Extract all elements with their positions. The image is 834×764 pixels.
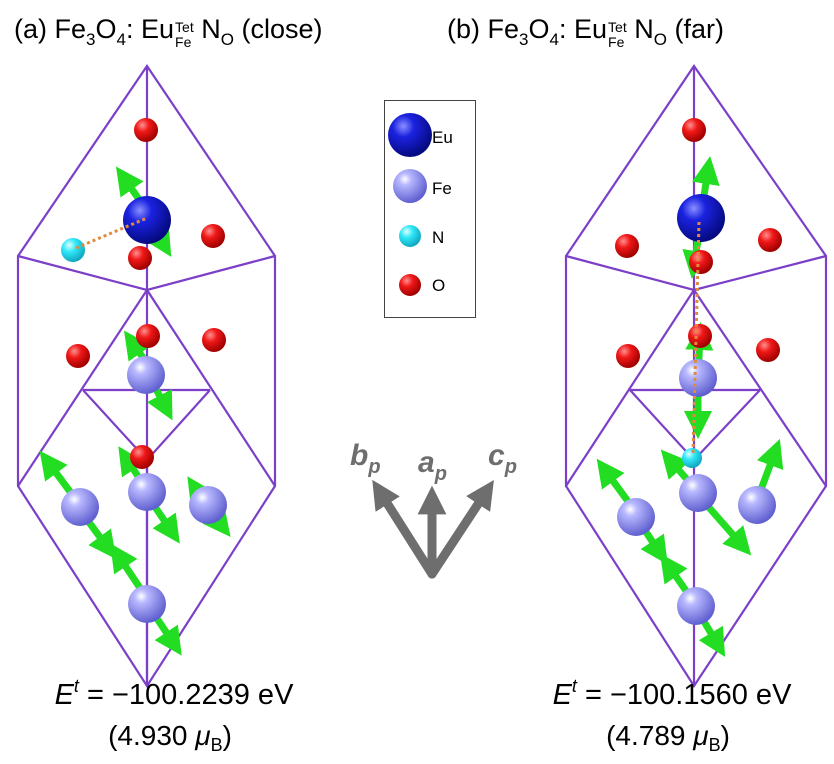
- eu-n-bonds: [75, 216, 701, 455]
- bond-a: [75, 216, 148, 250]
- oxygen-atom: [758, 228, 782, 252]
- iron-atom: [617, 498, 655, 536]
- iron-atom: [61, 488, 99, 526]
- crystal-axes: [372, 479, 494, 579]
- oxygen-atom: [134, 118, 158, 142]
- legend-swatch-eu: [388, 113, 432, 157]
- oxygen-atom: [66, 344, 90, 368]
- iron-atom: [189, 486, 227, 524]
- oxygen-atom: [136, 324, 160, 348]
- oxygen-atom: [130, 445, 154, 469]
- legend-label-o: O: [432, 276, 446, 295]
- iron-atom: [738, 486, 776, 524]
- iron-atom: [128, 585, 166, 623]
- legend-swatch-n: [399, 225, 421, 247]
- magnetic-moment-b: (4.789 μB): [606, 720, 730, 755]
- iron-atom: [677, 587, 715, 625]
- oxygen-atom: [616, 344, 640, 368]
- bond-b: [691, 221, 701, 455]
- oxygen-atom: [682, 118, 706, 142]
- oxygen-atom: [615, 234, 639, 258]
- oxygen-atom: [201, 224, 225, 248]
- europium-atom: [677, 194, 725, 242]
- legend-swatches: [388, 113, 432, 296]
- legend-label-fe: Fe: [432, 179, 452, 198]
- iron-atom: [127, 356, 165, 394]
- nitrogen-atom: [682, 448, 702, 468]
- iron-atom: [128, 473, 166, 511]
- total-energy-a: Et = −100.2239 eV: [54, 676, 294, 711]
- atoms-a: [61, 118, 227, 623]
- nitrogen-atom: [61, 238, 85, 262]
- axis-b-arrow: [372, 479, 437, 579]
- iron-atom: [679, 474, 717, 512]
- legend-swatch-o: [399, 274, 421, 296]
- magnetic-moment-a: (4.930 μB): [108, 720, 232, 755]
- atoms-b: [615, 118, 782, 625]
- axis-b-label: bp: [350, 439, 381, 478]
- oxygen-atom: [756, 338, 780, 362]
- europium-atom: [123, 196, 171, 244]
- oxygen-atom: [202, 328, 226, 352]
- axis-c-arrow: [427, 479, 494, 579]
- axis-a-label: ap: [418, 446, 447, 485]
- legend-swatch-fe: [393, 169, 427, 203]
- iron-atom: [679, 359, 717, 397]
- legend-label-n: N: [432, 228, 445, 247]
- oxygen-atom: [128, 246, 152, 270]
- oxygen-atom: [688, 324, 712, 348]
- total-energy-b: Et = −100.1560 eV: [552, 676, 792, 711]
- axis-c-label: cp: [488, 439, 517, 478]
- oxygen-atom: [689, 250, 713, 274]
- legend-label-eu: Eu: [432, 128, 453, 147]
